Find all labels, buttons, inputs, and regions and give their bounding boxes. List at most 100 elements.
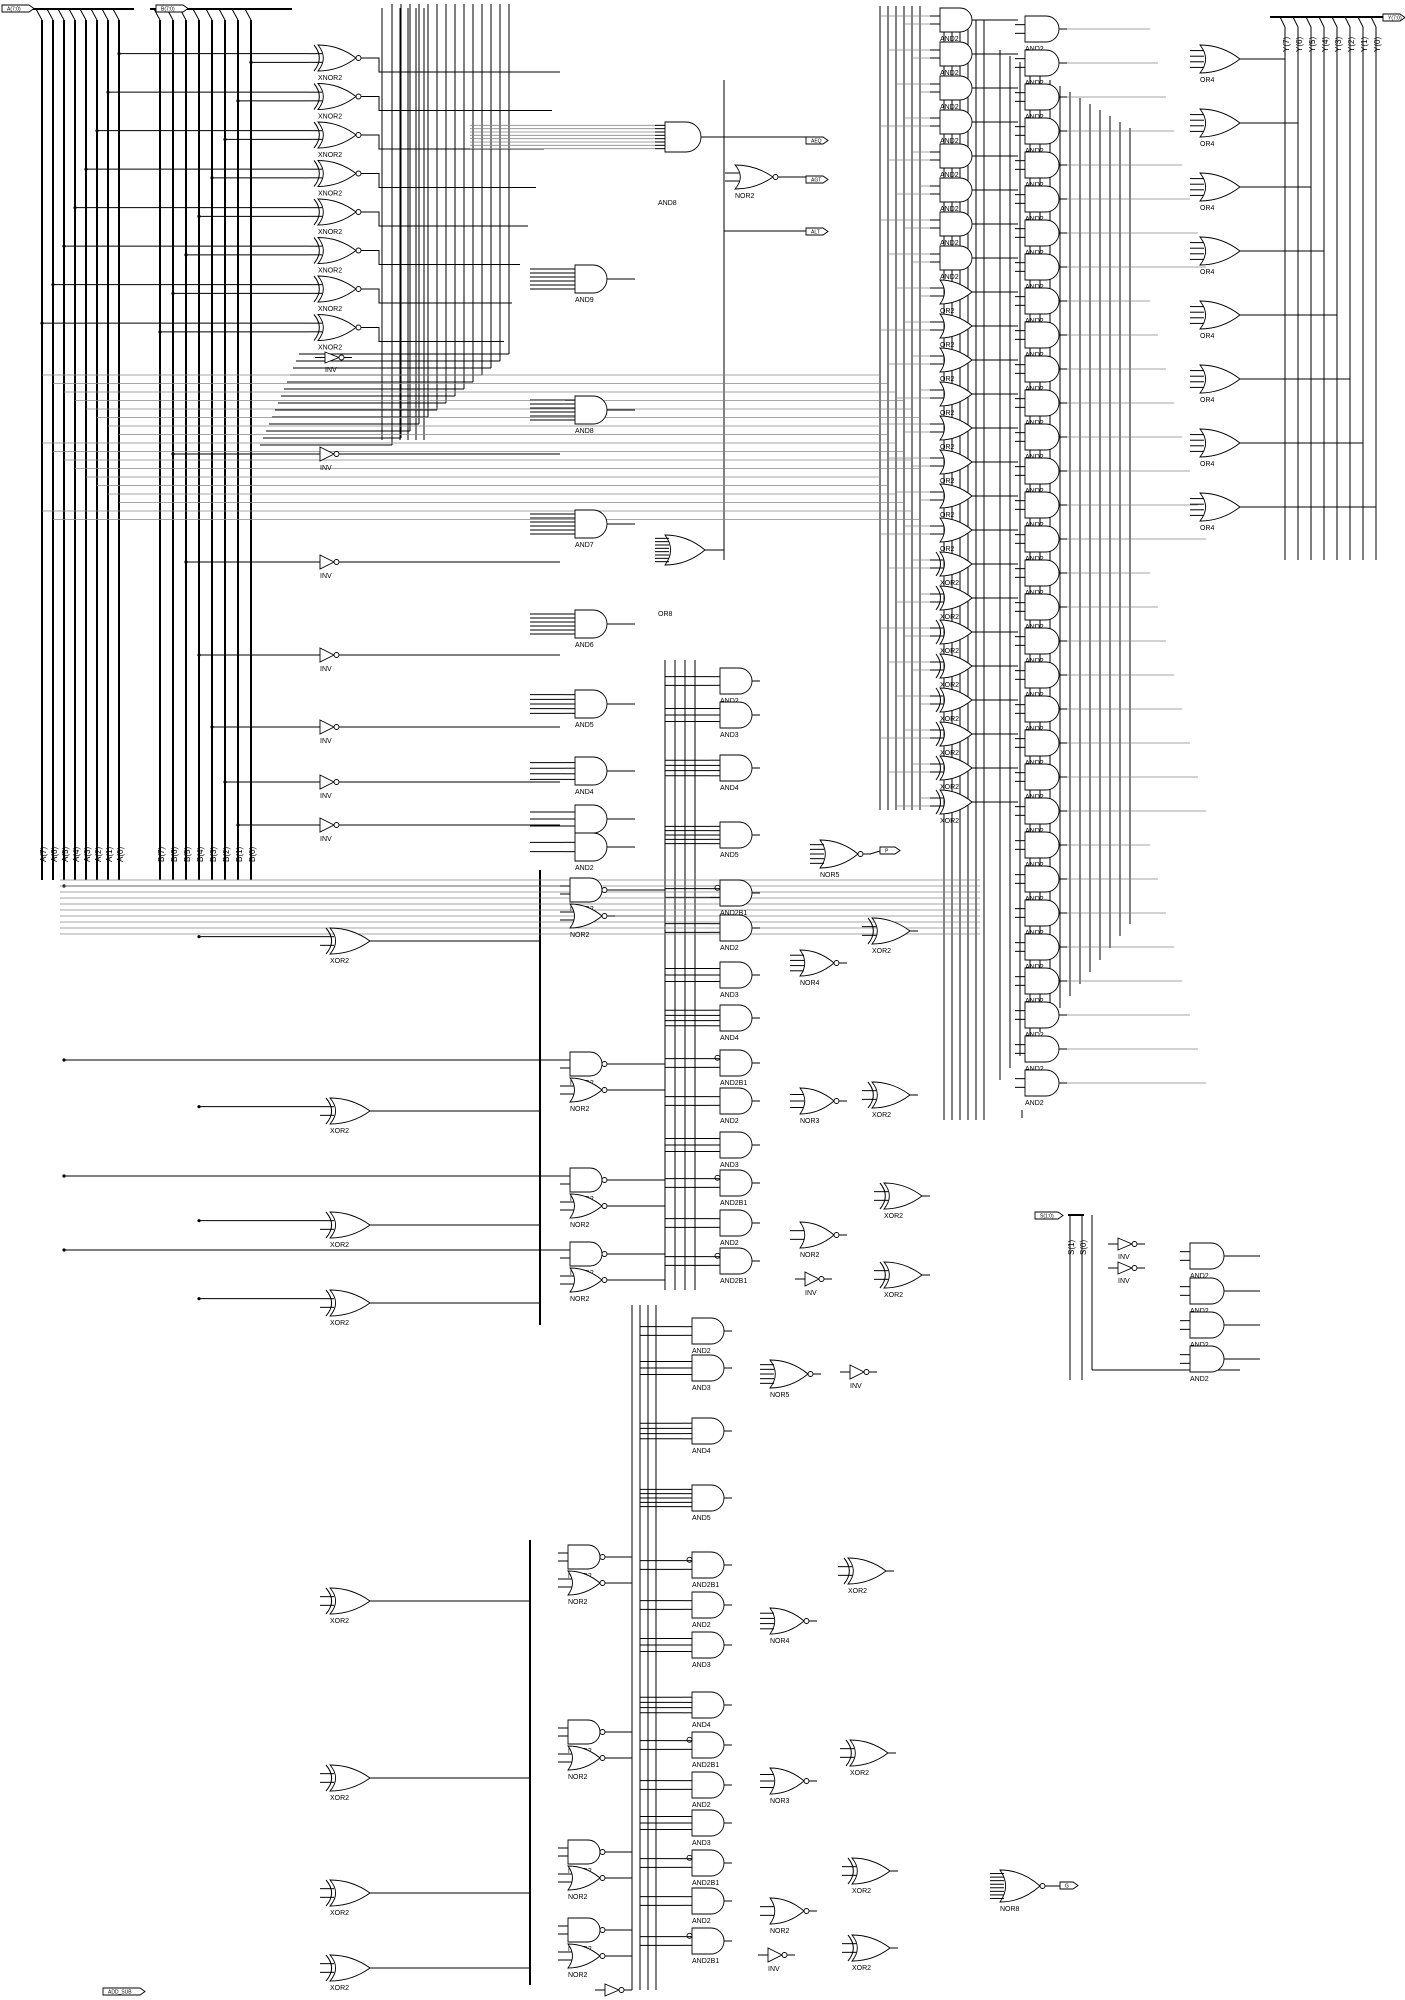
gate-and[interactable]: AND2 — [710, 667, 760, 705]
gate-or[interactable]: OR4 — [1190, 300, 1248, 340]
gate-xor[interactable]: XOR2 — [930, 755, 980, 791]
io-port-s_bus[interactable]: S(1:0) — [1034, 1211, 1064, 1220]
gate-nor[interactable]: NOR2 — [760, 1897, 817, 1935]
gate-and[interactable]: AND2 — [1180, 1242, 1232, 1280]
gate-inv[interactable]: INV — [310, 446, 347, 472]
gate-or[interactable]: OR4 — [1190, 364, 1248, 404]
gate-xor[interactable]: XOR2 — [930, 585, 980, 621]
gate-nor[interactable]: NOR2 — [558, 1745, 613, 1781]
gate-and[interactable]: AND4 — [710, 1004, 760, 1042]
gate-and[interactable]: AND2 — [930, 177, 980, 213]
gate-and[interactable]: AND2 — [710, 914, 760, 952]
gate-andb[interactable]: AND2B1 — [710, 1247, 760, 1285]
io-port-a_bus[interactable]: A(7:0) — [1, 4, 35, 13]
gate-and[interactable]: AND2 — [1015, 899, 1067, 937]
gate-or[interactable]: OR4 — [1190, 236, 1248, 276]
gate-andb[interactable]: AND2B1 — [682, 1731, 732, 1769]
gate-or[interactable]: OR2 — [930, 313, 980, 349]
gate-and[interactable]: AND4 — [710, 754, 760, 792]
gate-and[interactable]: AND2 — [1015, 559, 1067, 597]
gate-and[interactable]: AND8 — [565, 395, 615, 435]
gate-xor[interactable]: XOR2 — [930, 551, 980, 587]
gate-andb[interactable]: AND2B1 — [682, 1849, 732, 1887]
gate-xor[interactable]: XOR2 — [320, 1879, 378, 1917]
gate-xor[interactable]: XOR2 — [930, 721, 980, 757]
gate-and[interactable]: AND2 — [1015, 219, 1067, 257]
gate-and[interactable]: AND2 — [1015, 49, 1067, 87]
gate-xor[interactable]: XOR2 — [840, 1739, 896, 1777]
gate-xor[interactable]: XOR2 — [930, 653, 980, 689]
gate-xor[interactable]: XOR2 — [320, 1211, 378, 1249]
gate-or[interactable]: OR2 — [930, 381, 980, 417]
gate-or[interactable]: OR4 — [1190, 492, 1248, 532]
gate-and[interactable]: AND2 — [682, 1771, 732, 1809]
gate-and[interactable]: AND6 — [565, 609, 615, 649]
gate-and[interactable]: AND2 — [930, 211, 980, 247]
io-port-agt[interactable]: AGT — [805, 175, 829, 184]
io-port-p[interactable]: P — [879, 846, 901, 855]
gate-and[interactable]: AND2 — [930, 7, 980, 43]
gate-xnor[interactable]: XNOR2 — [308, 83, 369, 121]
gate-xnor[interactable]: XNOR2 — [308, 44, 369, 82]
gate-xnor[interactable]: XNOR2 — [308, 198, 369, 236]
gate-and[interactable]: AND2 — [930, 109, 980, 145]
gate-and[interactable]: AND2 — [1015, 729, 1067, 767]
gate-xor[interactable]: XOR2 — [320, 1097, 378, 1135]
gate-nor[interactable]: NOR3 — [760, 1767, 817, 1805]
gate-and[interactable]: AND9 — [565, 264, 615, 304]
gate-andb[interactable]: AND2B1 — [682, 1551, 732, 1589]
gate-and[interactable]: AND2 — [1015, 253, 1067, 291]
gate-xor[interactable]: XOR2 — [862, 917, 918, 955]
gate-xor[interactable]: XOR2 — [874, 1261, 930, 1299]
gate-and[interactable]: AND5 — [710, 821, 760, 859]
io-port-addsub[interactable]: ADD_SUB — [102, 1987, 146, 1996]
gate-and[interactable]: AND2 — [1015, 355, 1067, 393]
gate-and[interactable]: AND2 — [565, 832, 615, 872]
gate-xor[interactable]: XOR2 — [930, 789, 980, 825]
gate-and[interactable]: AND2 — [1015, 287, 1067, 325]
gate-and[interactable]: AND2 — [1015, 185, 1067, 223]
gate-and[interactable]: AND5 — [565, 689, 615, 729]
gate-nor[interactable]: NOR2 — [558, 1570, 613, 1606]
gate-and[interactable]: AND3 — [682, 1354, 732, 1392]
gate-and[interactable]: AND2 — [1015, 83, 1067, 121]
gate-xnor[interactable]: XNOR2 — [308, 237, 369, 275]
io-port-y_bus[interactable]: Y(7:0) — [1382, 13, 1405, 22]
gate-nor[interactable]: NOR8 — [990, 1869, 1053, 1913]
gate-nor[interactable]: NOR2 — [560, 1267, 615, 1303]
gate-nor[interactable]: NOR4 — [790, 949, 847, 987]
gate-or[interactable]: OR2 — [930, 279, 980, 315]
gate-xor[interactable]: XOR2 — [874, 1182, 930, 1220]
gate-inv[interactable]: INV — [315, 351, 352, 374]
gate-inv[interactable]: INV — [310, 817, 347, 843]
gate-and[interactable]: AND2 — [1015, 117, 1067, 155]
gate-or[interactable]: OR4 — [1190, 44, 1248, 84]
gate-and[interactable]: AND4 — [682, 1691, 732, 1729]
gate-and[interactable]: AND3 — [710, 701, 760, 739]
gate-and[interactable]: AND2 — [1015, 593, 1067, 631]
gate-xor[interactable]: XOR2 — [930, 619, 980, 655]
gate-and[interactable]: AND2 — [682, 1887, 732, 1925]
gate-and[interactable]: AND2 — [930, 75, 980, 111]
gate-and[interactable]: AND3 — [710, 961, 760, 999]
gate-and[interactable]: AND3 — [710, 1131, 760, 1169]
gate-and[interactable]: AND2 — [1015, 831, 1067, 869]
gate-and[interactable]: AND3 — [682, 1631, 732, 1669]
gate-and[interactable]: AND2 — [1015, 151, 1067, 189]
gate-or[interactable]: OR4 — [1190, 428, 1248, 468]
gate-xnor[interactable]: XNOR2 — [308, 275, 369, 313]
gate-xor[interactable]: XOR2 — [320, 1587, 378, 1625]
gate-and[interactable]: AND3 — [682, 1809, 732, 1847]
gate-xor[interactable]: XOR2 — [320, 1289, 378, 1327]
gate-xnor[interactable]: XNOR2 — [308, 121, 369, 159]
gate-and[interactable]: AND2 — [1015, 457, 1067, 495]
gate-xor[interactable]: XOR2 — [842, 1857, 898, 1895]
gate-inv[interactable]: INV — [1108, 1261, 1145, 1285]
gate-and[interactable]: AND2 — [710, 1087, 760, 1125]
gate-nor[interactable]: NOR3 — [790, 1087, 847, 1125]
gate-or[interactable]: OR2 — [930, 415, 980, 451]
io-port-aeq[interactable]: AEQ — [805, 136, 829, 145]
gate-andb[interactable]: AND2B1 — [710, 879, 760, 917]
gate-and[interactable]: AND5 — [682, 1484, 732, 1522]
gate-and[interactable]: AND2 — [1015, 389, 1067, 427]
